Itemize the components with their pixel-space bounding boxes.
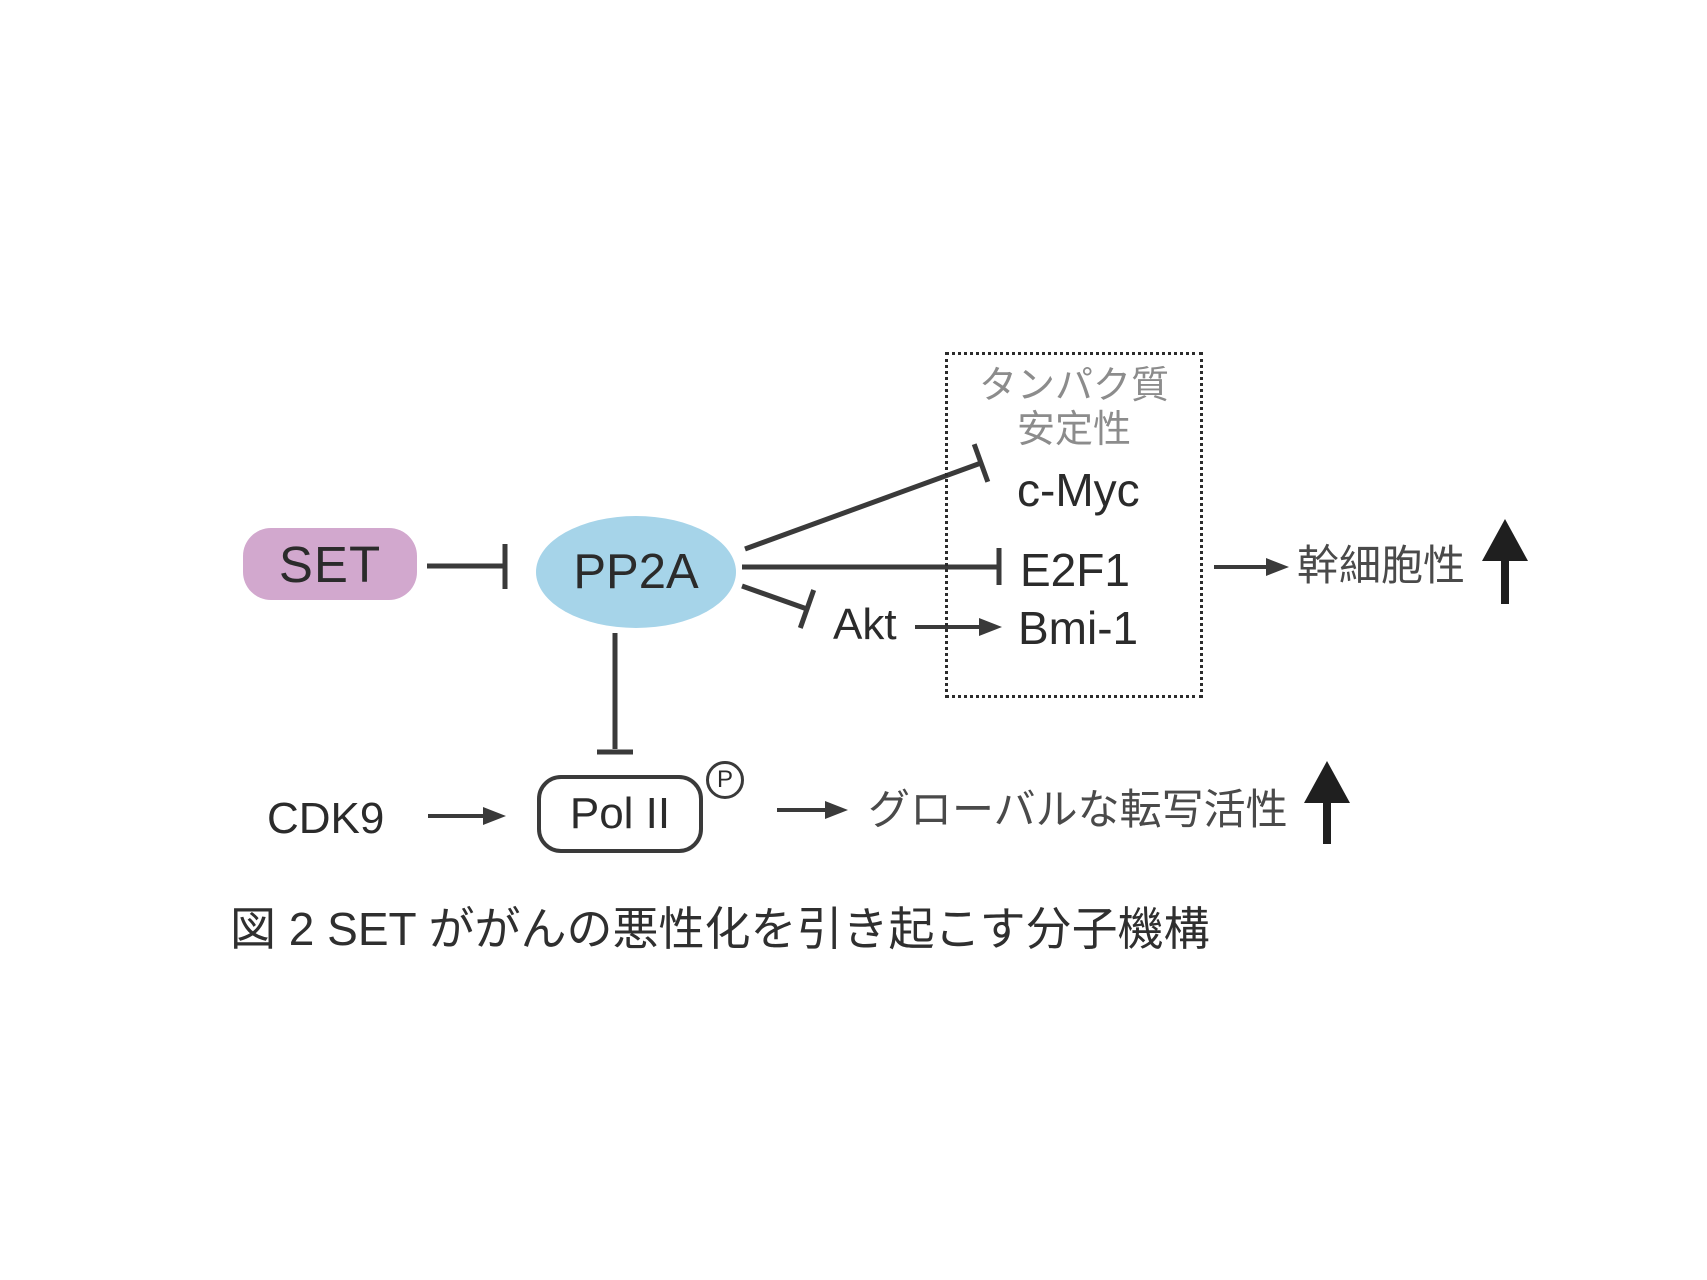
arrowhead-stemness — [1266, 558, 1289, 576]
protein-stability-line2: 安定性 — [1016, 409, 1131, 452]
up-arrow-stemness-stem — [1501, 558, 1509, 604]
protein-stability-line1: タンパク質 — [978, 365, 1169, 407]
arrowhead-polii — [483, 807, 506, 825]
up-arrow-transcription-stem — [1323, 800, 1331, 844]
node-pp2a-label: PP2A — [573, 545, 699, 599]
inhibition-bar-cmyc — [971, 443, 991, 483]
node-polii: Pol II — [537, 775, 703, 853]
phospho-badge: P — [706, 761, 744, 799]
stemness-label: 幹細胞性 — [1297, 542, 1466, 589]
protein-stability-box — [945, 352, 1203, 698]
up-arrow-stemness-icon — [1482, 519, 1528, 561]
phospho-badge-label: P — [716, 766, 733, 793]
node-e2f1: E2F1 — [1020, 544, 1130, 596]
node-akt: Akt — [833, 600, 897, 649]
node-pp2a: PP2A — [536, 516, 736, 628]
figure-caption: 図 2 SET ががんの悪性化を引き起こす分子機構 — [230, 903, 1210, 955]
node-cmyc: c-Myc — [1017, 464, 1140, 516]
up-arrow-transcription-icon — [1304, 761, 1350, 803]
global-transcription-label: グローバルな転写活性 — [868, 786, 1288, 833]
node-polii-label: Pol II — [569, 789, 671, 838]
node-cdk9: CDK9 — [267, 794, 385, 843]
node-set-label: SET — [278, 535, 382, 593]
arrowhead-transcription — [825, 801, 848, 819]
inhibition-bar-akt — [797, 589, 817, 629]
edge-pp2a-inhibits-akt — [741, 583, 808, 612]
edge-pp2a-inhibits-cmyc — [744, 460, 982, 552]
arrowhead-bmi1 — [979, 618, 1002, 636]
protein-stability-label: タンパク質 安定性 — [945, 364, 1203, 452]
node-bmi1: Bmi-1 — [1018, 602, 1139, 654]
node-set: SET — [243, 528, 417, 600]
